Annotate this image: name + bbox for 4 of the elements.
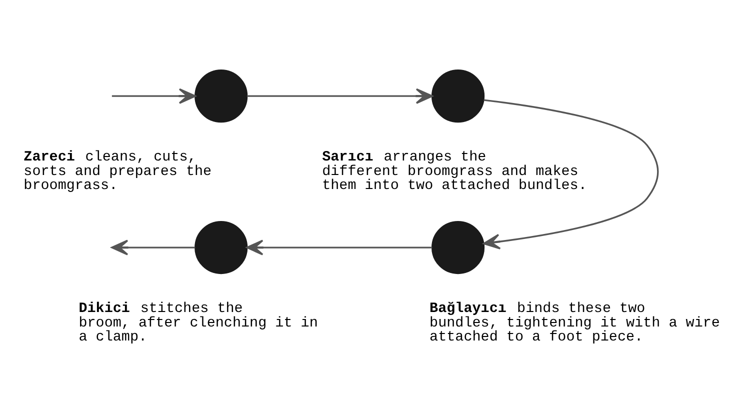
node-label: Dikici stitches the broom, after clenching it in a clamp. <box>78 300 318 345</box>
node-label: Bağlayıcı binds these two bundles, tightening it with a wire attached to a foot piece. <box>430 300 720 345</box>
node-label: Sarıcı arranges the different broomgrass and makes them into two attached bundles. <box>322 149 587 194</box>
node-label: Zareci cleans, cuts, sorts and prepares the broomgrass. <box>24 149 212 194</box>
